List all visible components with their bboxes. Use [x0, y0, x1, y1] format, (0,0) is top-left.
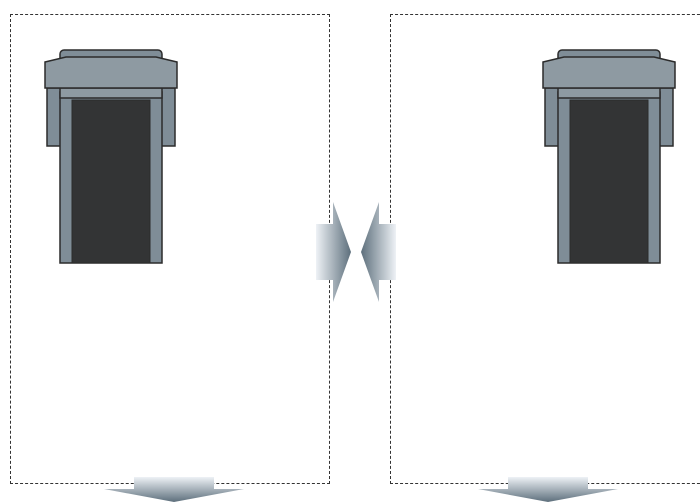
arrow-down-icon — [104, 477, 244, 502]
arrow-down-icon — [478, 477, 618, 502]
arrow-left-icon — [361, 202, 396, 302]
treadmill-icon — [44, 49, 178, 264]
arrow-right-icon — [316, 202, 351, 302]
treadmill-icon — [542, 49, 676, 264]
